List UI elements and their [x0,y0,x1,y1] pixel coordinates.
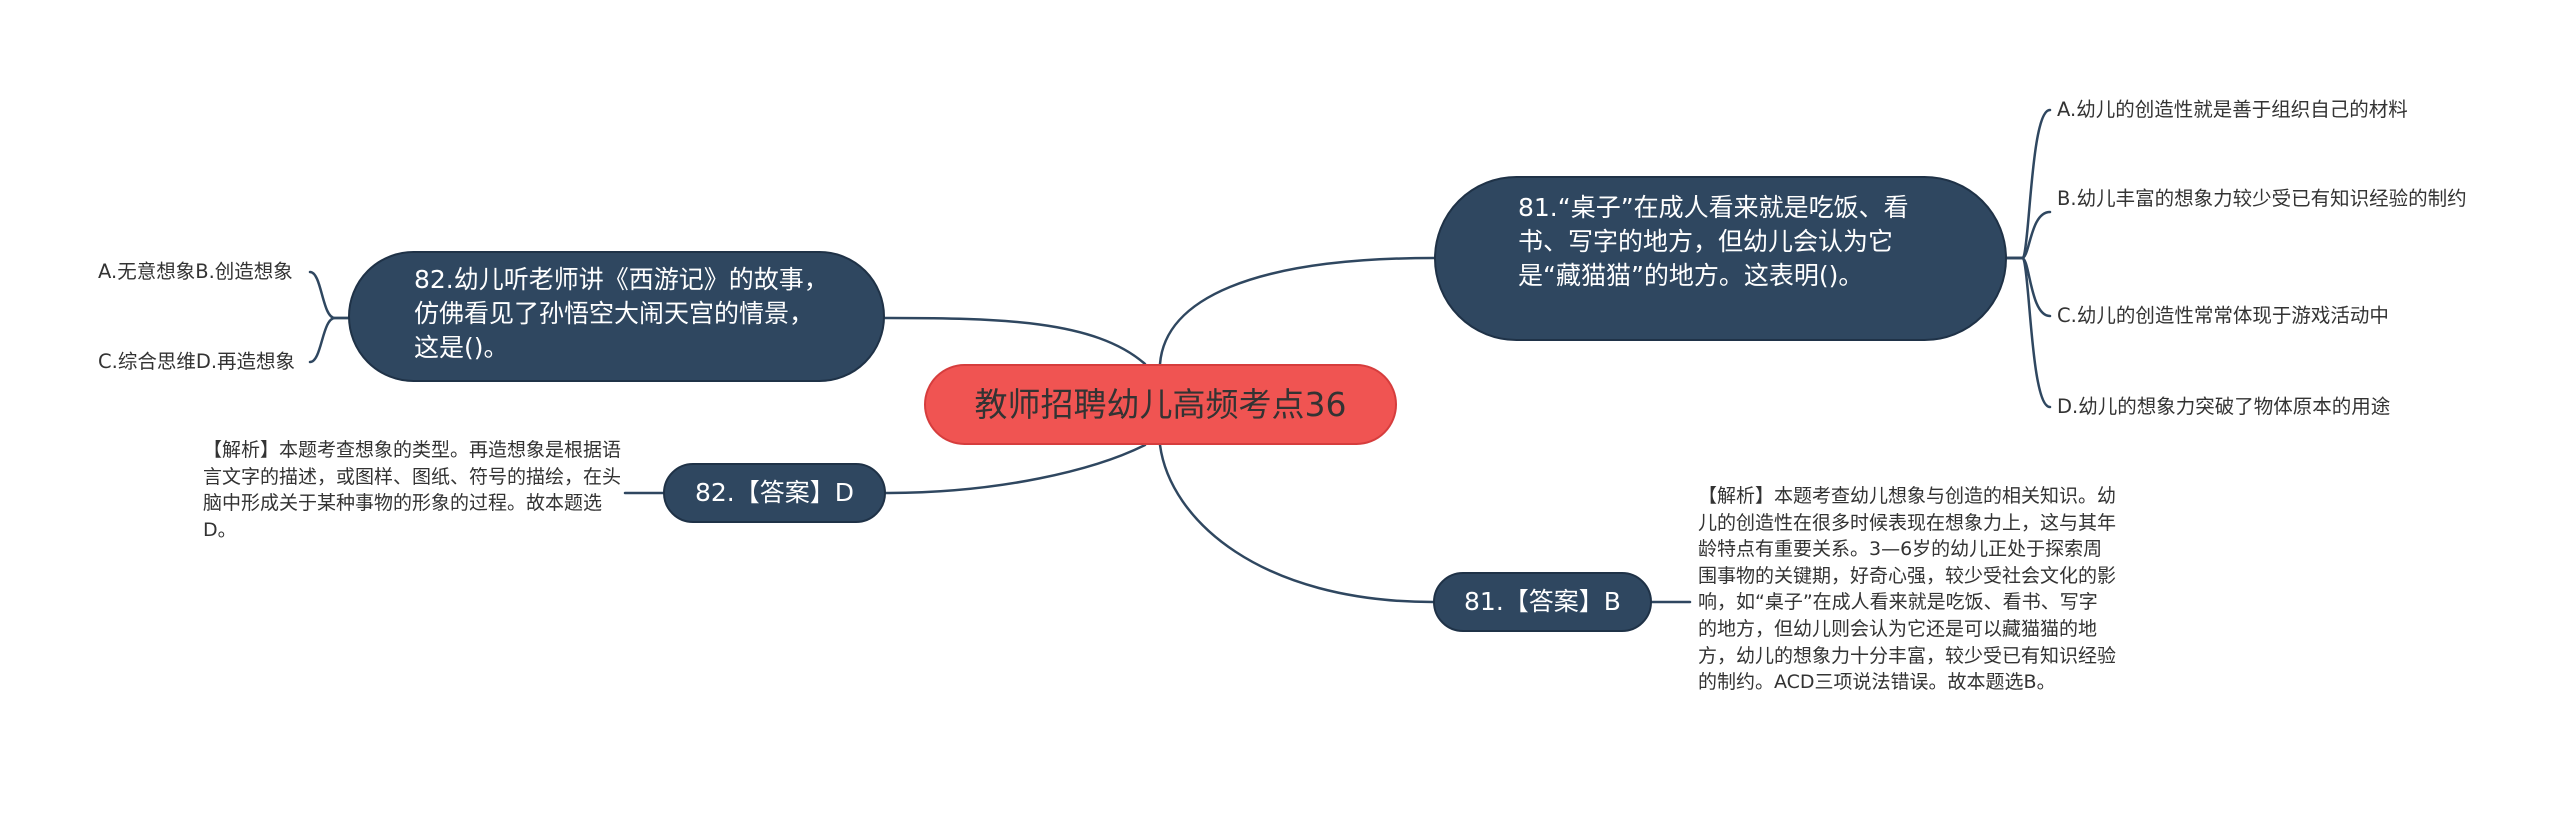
link-q82-opt-a [308,270,350,320]
q82-option-cd[interactable]: C.综合思维D.再造想象 [98,350,296,373]
question-82-node[interactable]: 82.幼儿听老师讲《西游记》的故事，仿佛看见了孙悟空大闹天宫的情景，这是()。 [348,251,885,382]
q81-option-b[interactable]: B.幼儿丰富的想象力较少受已有知识经验的制约 [2057,187,2467,210]
link-q82-opt-c [308,316,350,364]
answer-81-analysis[interactable]: 【解析】本题考查幼儿想象与创造的相关知识。幼儿的创造性在很多时候表现在想象力上，… [1698,485,2117,694]
link-root-q81 [1158,256,1436,366]
root-topic[interactable]: 教师招聘幼儿高频考点36 [924,364,1397,445]
answer-81-node[interactable]: 81.【答案】B [1433,572,1652,632]
link-root-q82 [883,316,1147,366]
answer-82-node[interactable]: 82.【答案】D [663,463,886,523]
question-81-node[interactable]: 81.“桌子”在成人看来就是吃饭、看书、写字的地方，但幼儿会认为它是“藏猫猫”的… [1434,176,2007,341]
link-q81-opt-d [2005,256,2052,409]
q81-option-a[interactable]: A.幼儿的创造性就是善于组织自己的材料 [2057,98,2408,121]
link-q81-opt-a [2005,108,2052,260]
link-root-a81 [1158,443,1435,604]
q81-option-c[interactable]: C.幼儿的创造性常常体现于游戏活动中 [2057,304,2389,327]
q82-option-ab[interactable]: A.无意想象B.创造想象 [98,260,293,283]
link-root-a82 [884,443,1147,495]
q81-option-d[interactable]: D.幼儿的想象力突破了物体原本的用途 [2057,395,2391,418]
answer-82-analysis[interactable]: 【解析】本题考查想象的类型。再造想象是根据语言文字的描述，或图样、图纸、符号的描… [203,439,622,541]
